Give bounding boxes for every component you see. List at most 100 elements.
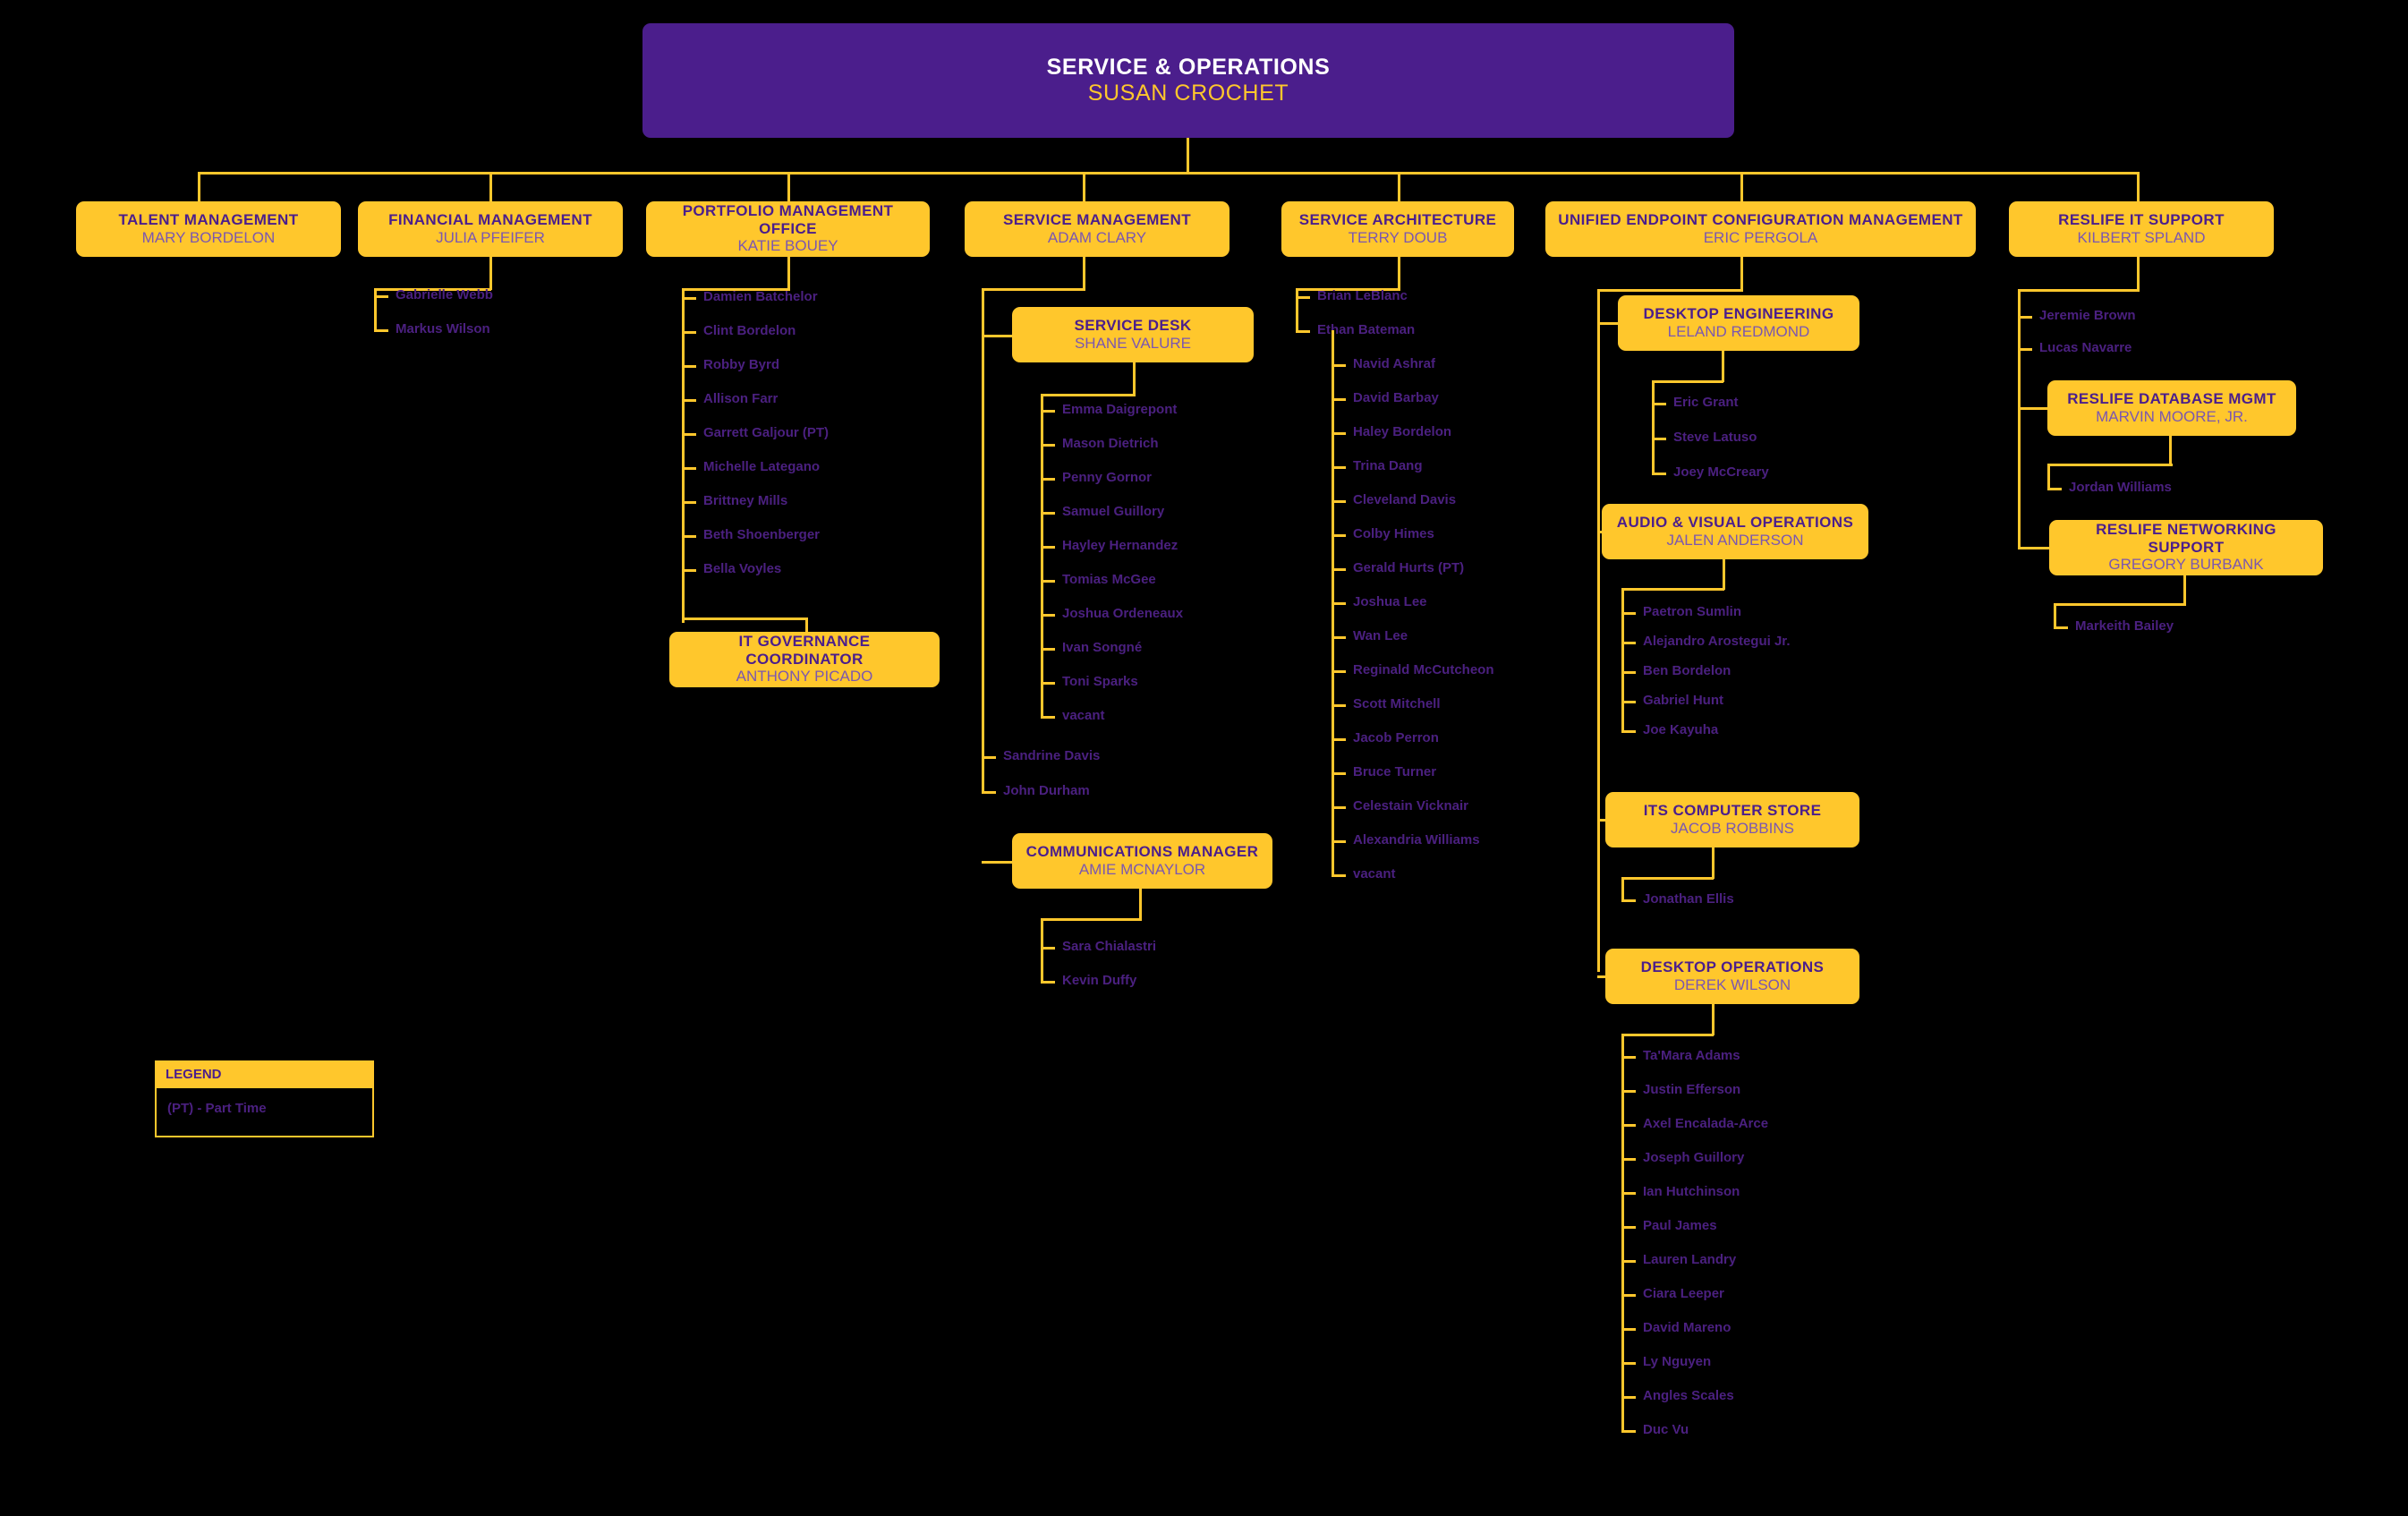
connector-tick <box>1621 642 1636 644</box>
connector-spine <box>2047 488 2050 490</box>
connector-tick <box>374 295 388 298</box>
box-desktop-operations-title: DESKTOP OPERATIONS <box>1640 958 1825 976</box>
legend-header: LEGEND <box>155 1060 374 1088</box>
rls-elbow <box>2018 289 2140 292</box>
de-drop <box>1722 351 1724 382</box>
staff-name: Robby Byrd <box>703 357 780 372</box>
dop-drop <box>1712 1004 1715 1035</box>
staff-name: Joshua Ordeneaux <box>1062 606 1184 621</box>
connector-tick <box>2054 626 2068 629</box>
uec-drop <box>1740 257 1743 291</box>
connector-tick <box>1332 738 1346 741</box>
ics-drop <box>1712 847 1715 879</box>
connector-spine <box>2018 289 2021 350</box>
staff-name: Ethan Bateman <box>1317 322 1416 337</box>
staff-name: Gabriel Hunt <box>1643 693 1724 708</box>
dop-elbow <box>1621 1034 1714 1036</box>
staff-name: Scott Mitchell <box>1353 696 1441 711</box>
connector-tick <box>1041 444 1055 447</box>
staff-name: Ta'Mara Adams <box>1643 1048 1740 1063</box>
avo-drop <box>1723 559 1725 590</box>
uec-elbow <box>1597 289 1743 292</box>
box-its-computer-store-manager: JACOB ROBBINS <box>1671 819 1794 837</box>
staff-name: Angles Scales <box>1643 1388 1734 1403</box>
fm-drop <box>489 257 492 290</box>
sd-tick <box>982 335 1014 337</box>
staff-name: Ly Nguyen <box>1643 1354 1712 1369</box>
staff-name: Allison Farr <box>703 391 779 406</box>
staff-name: Joseph Guillory <box>1643 1150 1745 1165</box>
legend: LEGEND (PT) - Part Time <box>155 1060 374 1137</box>
box-service-operations-manager: SUSAN CROCHET <box>1087 81 1289 106</box>
connector-tick <box>1332 636 1346 639</box>
connector-spine <box>1621 1034 1624 1432</box>
staff-name: Bruce Turner <box>1353 764 1437 779</box>
box-desktop-operations-manager: DEREK WILSON <box>1673 975 1791 993</box>
connector-tick <box>982 791 996 794</box>
connector-tick <box>1041 614 1055 617</box>
staff-name: vacant <box>1353 866 1396 881</box>
connector-tick <box>982 756 996 759</box>
rns-elbow <box>2054 603 2186 606</box>
connector-tick <box>2047 488 2062 490</box>
connector-tick <box>1621 1328 1636 1331</box>
staff-name: Eric Grant <box>1673 395 1739 410</box>
staff-name: Wan Lee <box>1353 628 1408 643</box>
box-it-governance-coordinator-manager: ANTHONY PICADO <box>736 668 873 686</box>
connector-tick <box>374 329 388 332</box>
connector-spine <box>1652 380 1655 474</box>
connector-tick <box>1332 432 1346 435</box>
staff-name: Bella Voyles <box>703 561 782 576</box>
staff-name: Paetron Sumlin <box>1643 604 1742 619</box>
rdb-elbow <box>2047 464 2173 466</box>
staff-name: Clint Bordelon <box>703 323 796 338</box>
box-unified-endpoint-configuration-management[interactable]: UNIFIED ENDPOINT CONFIGURATION MANAGEMEN… <box>1545 201 1976 257</box>
staff-name: Trina Dang <box>1353 458 1423 473</box>
connector-tick <box>1621 1090 1636 1093</box>
connector-tick <box>682 399 696 402</box>
connector-tick <box>682 501 696 504</box>
connector-tick <box>1332 806 1346 809</box>
staff-name: Jordan Williams <box>2069 480 2172 495</box>
staff-name: Joshua Lee <box>1353 594 1427 609</box>
connector-tick <box>1332 602 1346 605</box>
staff-name: Navid Ashraf <box>1353 356 1435 371</box>
connector-tick <box>1652 473 1666 475</box>
box-reslife-database-mgmt-manager: MARVIN MOORE, JR. <box>2096 407 2248 425</box>
rns-drop <box>2183 575 2186 605</box>
connector-tick <box>1041 981 1055 984</box>
box-communications-manager-title: COMMUNICATIONS MANAGER <box>1025 843 1259 861</box>
rdb-drop <box>2169 436 2172 465</box>
connector-tick <box>1621 1396 1636 1399</box>
staff-name: Penny Gornor <box>1062 470 1153 485</box>
box-service-operations-title: SERVICE & OPERATIONS <box>1046 54 1331 80</box>
top-drop-6 <box>2137 172 2140 206</box>
staff-name: Damien Batchelor <box>703 289 818 304</box>
staff-name: Duc Vu <box>1643 1422 1689 1437</box>
legend-item: (PT) - Part Time <box>167 1101 267 1116</box>
pmo-drop <box>787 257 790 290</box>
staff-name: John Durham <box>1003 783 1090 798</box>
staff-name: Tomias McGee <box>1062 572 1156 587</box>
staff-name: Markeith Bailey <box>2075 618 2174 634</box>
staff-name: Samuel Guillory <box>1062 504 1165 519</box>
box-financial-management-manager: JULIA PFEIFER <box>436 228 545 246</box>
box-reslife-networking-support-manager: GREGORY BURBANK <box>2108 556 2264 574</box>
connector-tick <box>1621 899 1636 902</box>
